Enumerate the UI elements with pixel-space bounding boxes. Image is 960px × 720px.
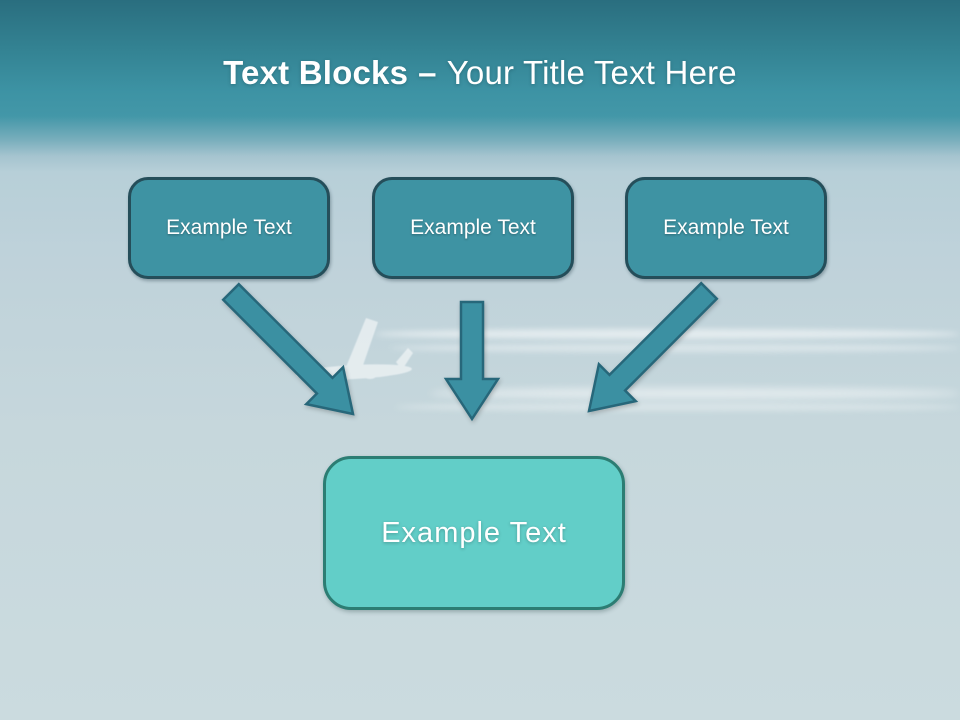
text-block-3-label: Example Text	[663, 216, 789, 239]
result-text-block: Example Text	[323, 456, 625, 610]
slide-title-rest: Your Title Text Here	[446, 54, 737, 91]
result-text-block-label: Example Text	[381, 516, 567, 549]
text-block-1: Example Text	[128, 177, 330, 279]
contrail-streak	[375, 329, 960, 339]
text-block-3: Example Text	[625, 177, 827, 279]
contrail-streak	[430, 388, 960, 399]
contrail-streak	[390, 344, 960, 352]
contrail-streak	[395, 403, 960, 411]
slide-title-bold: Text Blocks	[223, 54, 409, 91]
slide-title: Text Blocks–Your Title Text Here	[0, 54, 960, 92]
slide-title-separator: –	[418, 54, 437, 91]
airplane-image	[296, 318, 413, 382]
arrow-down	[443, 300, 501, 422]
text-block-1-label: Example Text	[166, 216, 292, 239]
text-block-2: Example Text	[372, 177, 574, 279]
text-block-2-label: Example Text	[410, 216, 536, 239]
